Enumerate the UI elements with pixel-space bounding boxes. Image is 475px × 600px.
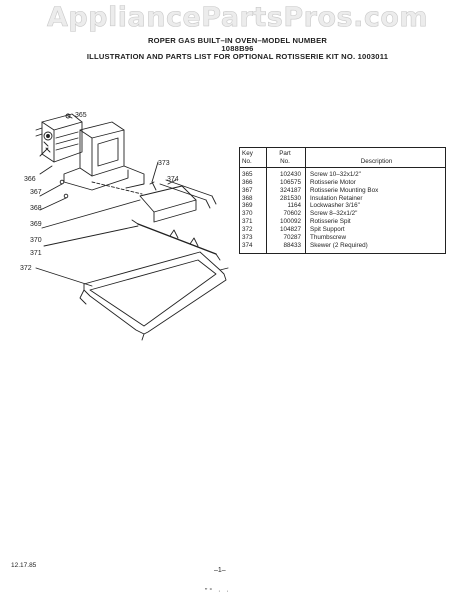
description: Skewer (2 Required) (310, 241, 368, 249)
callout-372: 372 (20, 265, 32, 272)
table-row: 368 281530 Insulation Retainer (239, 194, 446, 203)
table-row: 373 70287 Thumbscrew (239, 234, 446, 242)
header-kit-title: ILLUSTRATION AND PARTS LIST FOR OPTIONAL… (86, 52, 389, 61)
callout-373: 373 (158, 160, 170, 167)
callout-371: 371 (30, 250, 42, 257)
rotisserie-spit-shape (131, 219, 221, 261)
parts-list-table: Key No. Part No. Description 365 102430 … (239, 147, 446, 254)
description: Screw 8–32x1/2" (310, 210, 358, 218)
key-no: 371 (239, 218, 267, 227)
key-no: 369 (239, 202, 267, 211)
footer-marks: ”° · · (205, 588, 231, 595)
table-row: 372 104827 Spit Support (239, 226, 446, 235)
key-no: 374 (239, 241, 267, 254)
header-key-label: Key (242, 150, 253, 157)
page-number: –1– (214, 567, 226, 574)
header-key-no: Key No. (239, 147, 267, 168)
callout-368: 368 (30, 205, 42, 212)
part-no: 1164 (266, 202, 306, 211)
rotisserie-motor-shape (35, 113, 83, 163)
watermark-text: AppliancePartsPros.com (46, 2, 429, 34)
key-no: 373 (239, 234, 267, 242)
callout-367: 367 (30, 189, 42, 196)
description: Rotisserie Spit (310, 218, 351, 226)
header-part-no-label: No. (280, 157, 290, 165)
part-no: 70287 (266, 234, 306, 242)
key-no: 368 (239, 194, 267, 203)
key-no: 372 (239, 226, 267, 235)
insulation-retainer-shape (139, 185, 197, 223)
skewer-shape (159, 179, 217, 209)
header-part-label: Part (279, 150, 291, 157)
table-row: 366 106575 Rotisserie Motor (239, 178, 446, 187)
description: Lockwasher 3/16" (310, 202, 360, 210)
part-no: 324187 (266, 186, 306, 195)
header-model-number: 1088B96 (221, 44, 254, 53)
mounting-box-shape (63, 121, 129, 191)
callout-366: 366 (24, 176, 36, 183)
table-row: 369 1164 Lockwasher 3/16" (239, 202, 446, 211)
part-no: 104827 (266, 226, 306, 235)
part-no: 100092 (266, 218, 306, 227)
header-part-no: Part No. (266, 147, 306, 168)
description: Spit Support (310, 226, 345, 234)
callout-370: 370 (30, 237, 42, 244)
description: Rotisserie Mounting Box (310, 186, 379, 194)
key-no: 370 (239, 210, 267, 219)
key-no: 365 (239, 167, 267, 179)
part-no: 88433 (266, 241, 306, 254)
header-description: Description (305, 147, 446, 168)
callout-374: 374 (167, 176, 179, 183)
table-row: 371 100092 Rotisserie Spit (239, 218, 446, 227)
table-row: 367 324187 Rotisserie Mounting Box (239, 186, 446, 195)
key-no: 366 (239, 178, 267, 187)
header-model-line: ROPER GAS BUILT–IN OVEN–MODEL NUMBER (147, 36, 328, 45)
table-header-row: Key No. Part No. Description (239, 147, 446, 168)
description: Rotisserie Motor (310, 178, 356, 186)
description: Insulation Retainer (310, 194, 363, 202)
spit-support-shape (79, 251, 229, 341)
description: Screw 10–32x1/2" (310, 170, 361, 178)
callout-365: 365 (75, 112, 87, 119)
table-row: 370 70602 Screw 8–32x1/2" (239, 210, 446, 219)
part-no: 102430 (266, 167, 306, 179)
table-row: 365 102430 Screw 10–32x1/2" (239, 167, 446, 179)
rotisserie-exploded-diagram (35, 113, 229, 341)
table-row: 374 88433 Skewer (2 Required) (239, 241, 446, 254)
key-no: 367 (239, 186, 267, 195)
description: Thumbscrew (310, 234, 347, 242)
part-no: 281530 (266, 194, 306, 203)
footer-date: 12.17.85 (11, 562, 37, 569)
header-key-no-label: No. (242, 157, 252, 165)
callout-369: 369 (30, 221, 42, 228)
part-no: 70602 (266, 210, 306, 219)
part-no: 106575 (266, 178, 306, 187)
